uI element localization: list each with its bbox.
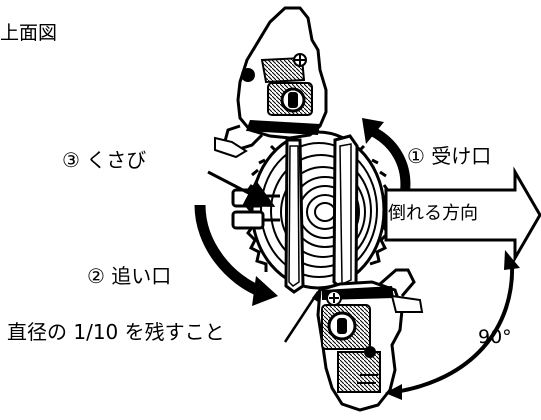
chainsaw-lower bbox=[316, 134, 424, 412]
notch-label: ① 受け口 bbox=[407, 144, 492, 168]
wedge-label: ③ くさび bbox=[62, 148, 147, 172]
angle-arc-arrow bbox=[385, 250, 520, 400]
chainsaw-upper bbox=[214, 6, 328, 294]
angle-label: 90° bbox=[478, 326, 512, 348]
wedge-pointer-arrow bbox=[207, 170, 276, 207]
tree-trunk-cross-section bbox=[243, 130, 393, 290]
falling-direction-arrow bbox=[384, 166, 541, 264]
hinge-label: 直径の 1/10 を残すこと bbox=[7, 320, 225, 344]
diagram-title: 上面図 bbox=[0, 22, 58, 44]
falling-direction-label: 倒れる方向 bbox=[388, 203, 478, 224]
notch-direction-arrow bbox=[362, 118, 411, 193]
back-cut-direction-arrow bbox=[194, 204, 278, 306]
back-cut-label: ② 追い口 bbox=[87, 264, 172, 288]
hinge-pointer-line bbox=[283, 291, 320, 343]
